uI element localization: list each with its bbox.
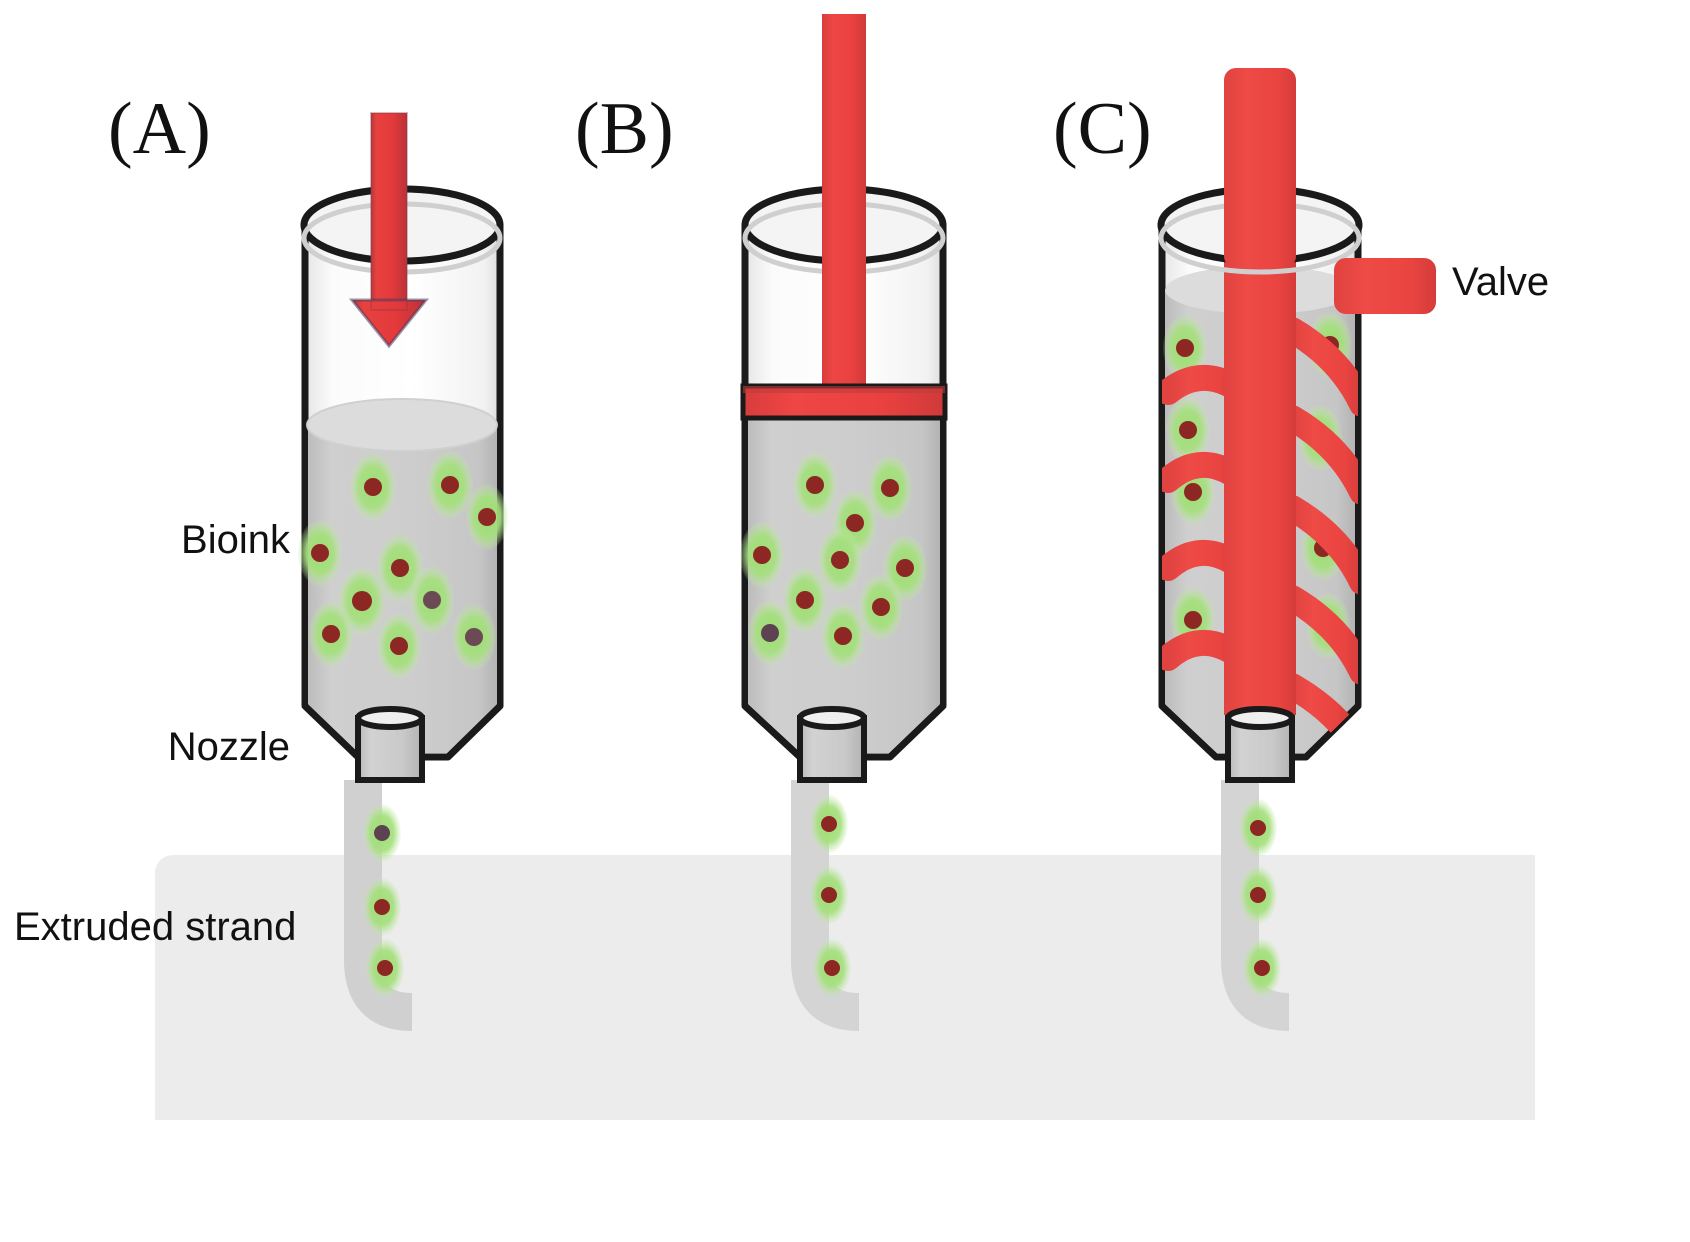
piston-rod-b [822,14,866,404]
nozzle-c [1225,706,1295,783]
label-extruded-strand: Extruded strand [14,905,297,949]
screw-shaft-inner-c [1224,225,1296,715]
label-bioink: Bioink [181,518,290,562]
extruded-strand-a [344,780,413,1031]
strand-cell-group-b [810,795,851,997]
panel-a-assembly [0,0,620,1050]
panel-caption-c: (C) [1053,88,1152,170]
nozzle-b [797,706,867,783]
cell-group-a [298,451,508,679]
strand-cell-group-a [363,804,404,997]
extruded-strand-b [791,780,860,1031]
valve-tab-c [1334,258,1436,314]
label-nozzle: Nozzle [167,725,290,769]
panel-caption-b: (B) [575,88,674,170]
panel-c-assembly [1040,0,1600,1050]
screw-flights-c [1162,225,1358,749]
bioink-meniscus-a [307,399,497,451]
nozzle-a [355,706,425,783]
label-valve: Valve [1452,260,1550,304]
extruded-strand-c [1221,780,1290,1031]
piston-assembly-b [740,14,948,421]
panel-caption-a: (A) [108,88,211,170]
screw-shaft-c [1224,68,1296,268]
cell-group-b [740,452,927,669]
strand-cell-group-c [1239,799,1281,997]
panel-b-assembly [600,0,1120,1050]
pneumatic-arrow-a [348,112,430,349]
